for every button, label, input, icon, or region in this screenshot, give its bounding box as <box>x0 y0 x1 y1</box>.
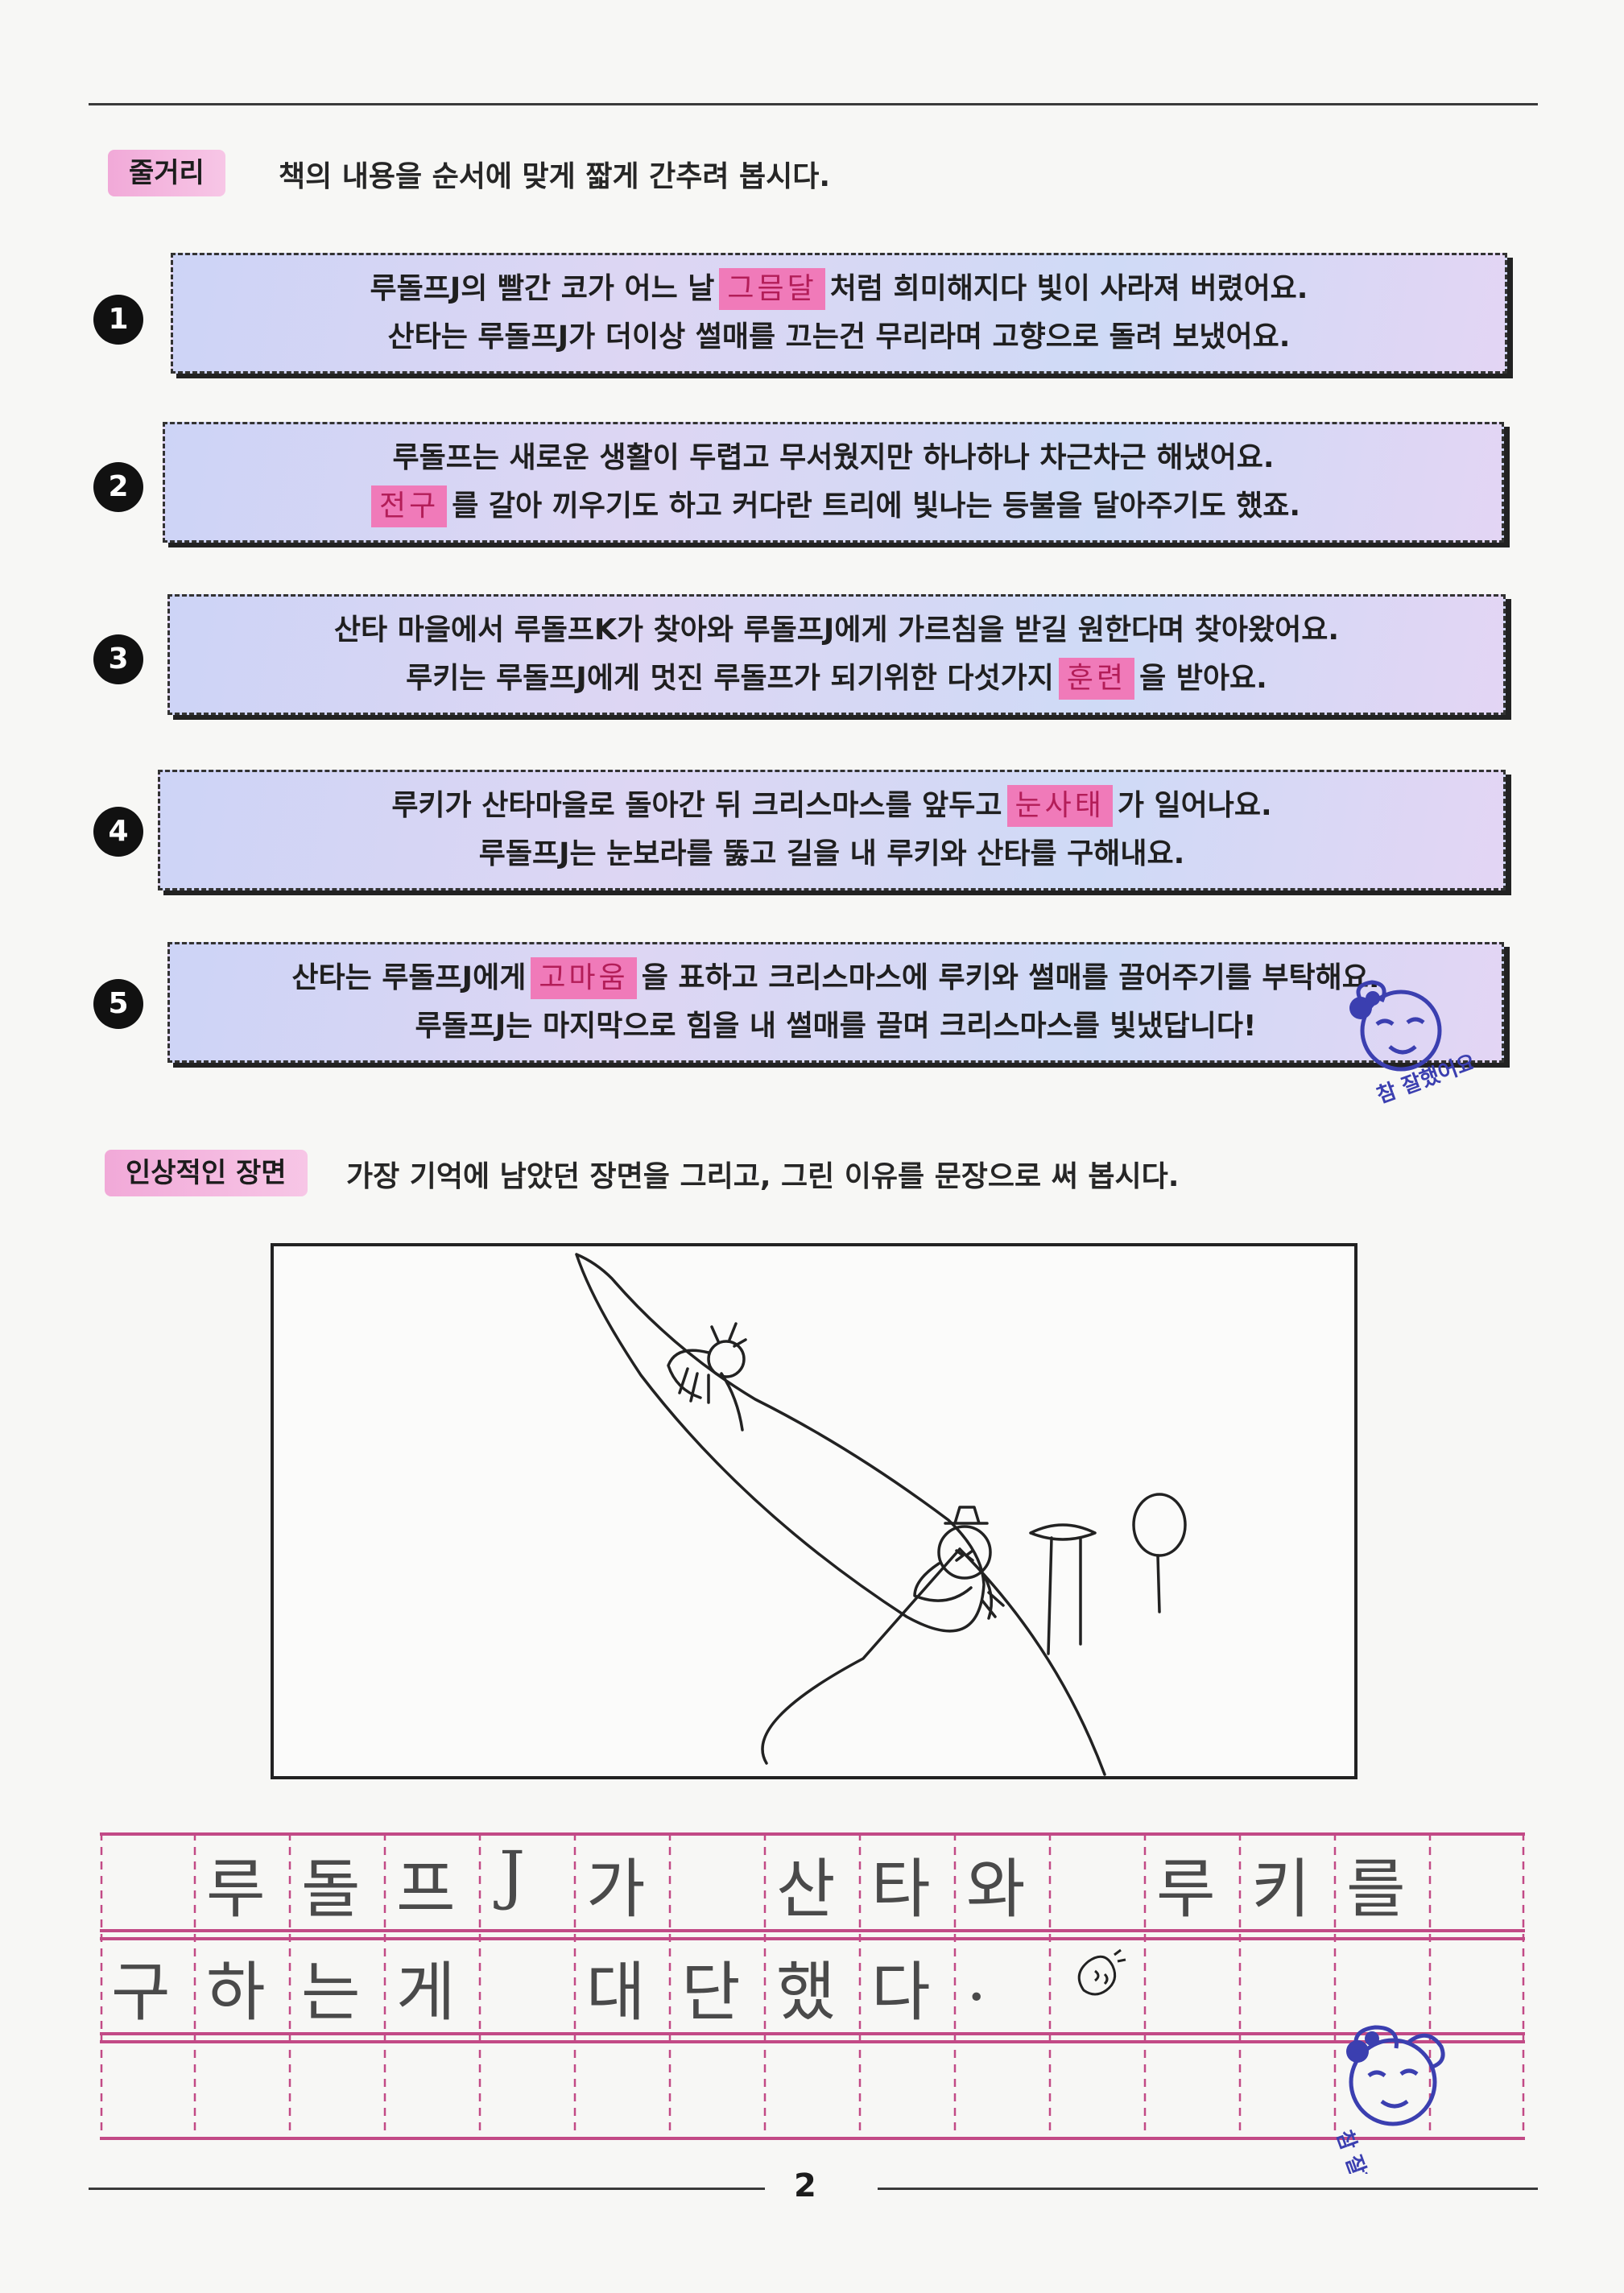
handwriting-char: 돌 <box>301 1852 361 1927</box>
teacher-stamp-bottom: 참 잘했어요 <box>1331 2025 1445 2174</box>
handwriting-char: 타 <box>871 1852 931 1927</box>
handwriting-char: 루 <box>1156 1852 1216 1927</box>
handwriting-char: 했 <box>776 1955 836 2030</box>
handwriting-char: 프 <box>396 1852 456 1927</box>
handwriting-char: 대 <box>586 1955 646 2030</box>
scene-section-tag: 인상적인 장면 <box>105 1150 308 1196</box>
scene-section-instruction: 가장 기억에 남았던 장면을 그리고, 그린 이유를 문장으로 써 봅시다. <box>346 1160 1180 1193</box>
summary-box-2: 루돌프는 새로운 생활이 두렵고 무서웠지만 하나하나 차근차근 해냈어요. 전… <box>163 422 1504 543</box>
step-number-5: 5 <box>93 979 143 1029</box>
writing-grid <box>100 1832 1525 2140</box>
plot-section-tag: 줄거리 <box>108 150 225 196</box>
fill-in-answer: 훈련 <box>1058 658 1135 700</box>
handwriting-char: 가 <box>586 1852 646 1927</box>
summary-5-line-2: 루돌프J는 마지막으로 힘을 내 썰매를 끌며 크리스마스를 빛냈답니다! <box>415 1010 1257 1043</box>
handwriting-char: 하 <box>206 1955 266 2030</box>
child-drawing <box>575 1253 1187 1776</box>
doodle-icon <box>1077 1948 1126 1996</box>
footer-rule-left <box>89 2188 765 2190</box>
handwriting-char: 단 <box>681 1955 741 2030</box>
handwriting-char: 게 <box>396 1955 456 2030</box>
plot-section-instruction: 책의 내용을 순서에 맞게 짧게 간추려 봅시다. <box>279 160 831 193</box>
step-number-4: 4 <box>93 807 143 857</box>
handwriting-char: 산 <box>776 1852 836 1927</box>
handwriting-char: 루 <box>206 1852 266 1927</box>
handwriting-char: 구 <box>111 1955 171 2030</box>
summary-3-line-1: 산타 마을에서 루돌프K가 찾아와 루돌프J에게 가르침을 받길 원한다며 찾아… <box>333 614 1340 647</box>
handwriting-char: 와 <box>966 1852 1026 1927</box>
step-number-1: 1 <box>93 295 143 345</box>
summary-box-3: 산타 마을에서 루돌프K가 찾아와 루돌프J에게 가르침을 받길 원한다며 찾아… <box>167 594 1506 715</box>
fill-in-answer: 전구 <box>370 485 448 527</box>
handwriting-char: 키 <box>1251 1852 1311 1927</box>
summary-4-line-2: 루돌프J는 눈보라를 뚫고 길을 내 루키와 산타를 구해내요. <box>478 837 1185 870</box>
summary-1-line-2: 산타는 루돌프J가 더이상 썰매를 끄는건 무리라며 고향으로 돌려 보냈어요. <box>387 320 1291 353</box>
footer-rule-right <box>878 2188 1538 2190</box>
page-number: 2 <box>794 2167 816 2204</box>
stamp-text: 참 잘했어요 <box>1331 2127 1389 2174</box>
step-number-3: 3 <box>93 634 143 684</box>
fill-in-answer: 고마움 <box>531 957 637 999</box>
handwriting-char: . <box>966 1940 987 2015</box>
top-rule <box>89 103 1538 105</box>
handwriting-char: 를 <box>1346 1852 1406 1927</box>
drawing-area <box>271 1243 1357 1779</box>
handwriting-char: J <box>499 1837 526 1912</box>
stamp-text: 참 잘했어요 <box>1374 1050 1473 1108</box>
handwriting-char: 는 <box>301 1955 361 2030</box>
summary-2-line-1: 루돌프는 새로운 생활이 두렵고 무서웠지만 하나하나 차근차근 해냈어요. <box>392 441 1275 474</box>
fill-in-answer: 눈사태 <box>1006 785 1113 827</box>
teacher-stamp-top: 참 잘했어요 <box>1349 980 1473 1109</box>
handwriting-char: 다 <box>871 1955 931 2030</box>
step-number-2: 2 <box>93 462 143 512</box>
fill-in-answer: 그믐달 <box>719 268 825 310</box>
